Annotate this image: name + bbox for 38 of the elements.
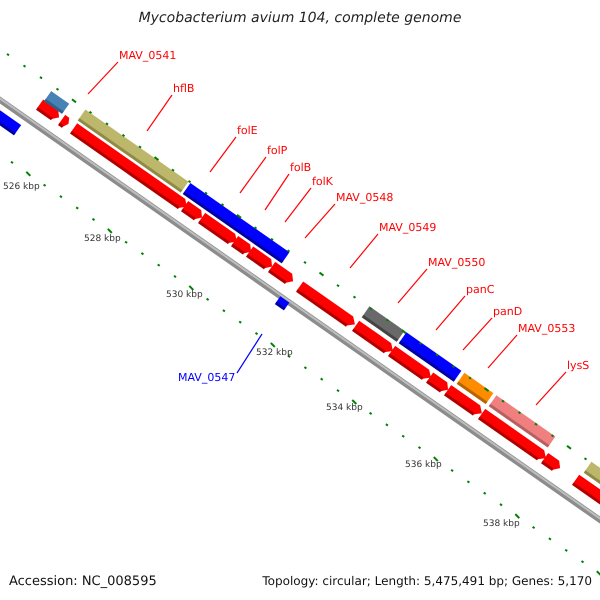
leader-line [264,174,290,210]
leader-line [304,204,336,238]
leader-line [398,268,428,304]
leader-line [462,318,492,350]
gene-label: MAV_0553 [518,323,576,334]
gene-label: panC [466,284,494,295]
gene-label: MAV_0550 [428,257,486,268]
gene-label: MAV_0547 [178,372,236,383]
scale-label: 526 kbp [3,183,40,192]
leader-line [210,136,236,172]
leader-line [240,156,266,194]
title: Mycobacterium avium 104, complete genome [138,11,462,25]
gene-label: folK [312,176,333,187]
gene-label: lysS [567,360,590,371]
leader-line [88,62,118,94]
gene-label: panD [493,306,522,317]
leader-line [350,234,378,268]
leader-line [436,296,466,330]
scale-label: 536 kbp [405,461,442,470]
footer-text: Accession: NC_008595 [9,575,157,588]
scale-label: 530 kbp [166,291,203,300]
gene-label: MAV_0549 [379,222,436,233]
leader-line [488,334,518,368]
scale-label: 528 kbp [84,235,121,244]
scale-label: 532 kbp [256,349,293,358]
gene-label: hflB [173,83,194,94]
leader-line [284,188,312,222]
gene-label: MAV_0541 [119,50,176,61]
gene-label: folB [290,162,312,173]
leader-line [236,334,262,374]
leader-line [536,372,566,406]
footer-text: Topology: circular; Length: 5,475,491 bp; Genes: 5,170 [262,575,592,587]
leader-line [146,94,172,132]
gene-label: folE [237,125,258,136]
gene-label: folP [267,145,288,156]
scale-label: 538 kbp [483,520,520,529]
scale-label: 534 kbp [326,404,363,413]
gene-label: MAV_0548 [336,192,394,203]
